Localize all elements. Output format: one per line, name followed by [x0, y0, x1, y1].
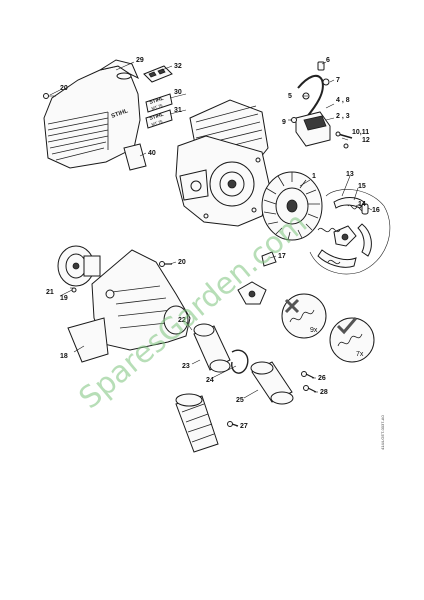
callout-15: 15 [358, 183, 366, 190]
screw-19[interactable] [71, 287, 77, 293]
flywheel[interactable] [261, 171, 323, 241]
callout-24: 24 [206, 377, 214, 384]
decal-40[interactable] [123, 143, 147, 171]
correct-check-icon [336, 317, 358, 335]
callout-1: 1 [312, 173, 316, 180]
callout-29: 29 [136, 57, 144, 64]
callout-9: 9 [282, 119, 286, 126]
tube-23[interactable] [193, 323, 231, 373]
callout-25: 25 [236, 397, 244, 404]
callout-5: 5 [288, 93, 292, 100]
callout-numbers: 29 32 30 31 40 20 6 7 5 4 , 8 2 , 3 9 10… [46, 57, 380, 430]
leader-lines [49, 61, 373, 427]
decal-32[interactable] [143, 65, 173, 83]
clutch-spring-17[interactable] [261, 251, 277, 267]
engine-crankcase[interactable] [175, 99, 271, 227]
callout-27: 27 [240, 423, 248, 430]
callout-13: 13 [346, 171, 354, 178]
fan-22[interactable] [237, 281, 267, 305]
decal-31-brand: STIHL [149, 112, 165, 122]
callout-32: 32 [174, 63, 182, 70]
callout-31: 31 [174, 107, 182, 114]
screw-9[interactable] [288, 117, 297, 123]
correct-spring-callout: 7x [329, 317, 375, 363]
callout-26: 26 [318, 375, 326, 382]
decal-30-model: MT 75 [151, 102, 164, 110]
decal-31-model: MT 75 [151, 118, 164, 126]
callout-2-3: 2 , 3 [336, 113, 350, 120]
decal-30[interactable]: STIHL MT 75 [145, 93, 173, 113]
shoe-16[interactable] [361, 203, 369, 215]
callout-18: 18 [60, 353, 68, 360]
wrong-cross-icon [284, 298, 300, 314]
callout-4-8: 4 , 8 [336, 97, 350, 104]
screw-20-top[interactable] [43, 93, 57, 99]
callout-20-bottom: 20 [178, 259, 186, 266]
callout-10-11: 10,11 [352, 129, 369, 136]
callout-6: 6 [326, 57, 330, 64]
shroud-brand: STIHL [111, 108, 130, 120]
callout-23: 23 [182, 363, 190, 370]
decal-31[interactable]: STIHL MT 75 [145, 109, 173, 129]
clip-7[interactable] [322, 78, 330, 86]
clutch-drum[interactable] [57, 245, 101, 287]
callout-12: 12 [362, 137, 370, 144]
decal-30-brand: STIHL [149, 96, 165, 106]
clutch-assembly[interactable] [309, 189, 391, 275]
screw-27[interactable] [227, 421, 239, 427]
callout-28: 28 [320, 389, 328, 396]
screw-12[interactable] [335, 131, 353, 149]
callout-17: 17 [278, 253, 286, 260]
callout-20-top: 20 [60, 85, 68, 92]
callout-7: 7 [336, 77, 340, 84]
callout-14: 14 [358, 201, 366, 208]
callout-30: 30 [174, 89, 182, 96]
callout-19: 19 [60, 295, 68, 302]
screw-28[interactable] [303, 385, 317, 393]
callout-40: 40 [148, 150, 156, 157]
clamp-24[interactable] [231, 349, 249, 374]
tube-25[interactable] [250, 361, 294, 405]
fan-housing[interactable] [67, 249, 191, 363]
callout-16: 16 [372, 207, 380, 214]
correct-spring-qty: 7x [356, 351, 364, 358]
wrong-spring-callout: 9x [281, 293, 327, 339]
wrong-spring-qty: 9x [310, 327, 318, 334]
filter-sleeve[interactable] [175, 393, 219, 453]
ignition-module[interactable] [295, 74, 331, 147]
callout-22: 22 [178, 317, 186, 324]
drawing-code: 4144-GET-0037-A0 [380, 415, 385, 450]
screw-26[interactable] [301, 371, 315, 379]
callout-21: 21 [46, 289, 54, 296]
